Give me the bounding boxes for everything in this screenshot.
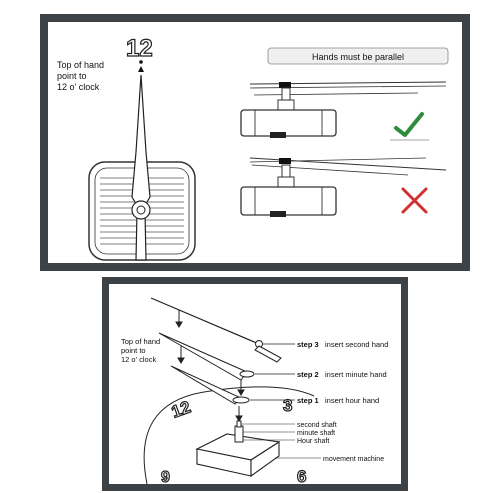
check-icon	[394, 112, 424, 137]
top-of-hand-label: Top of hand point to 12 o' clock	[57, 60, 107, 92]
minute-shaft-label: minute shaft	[297, 430, 335, 437]
bottom-top-of-hand-label: Top of hand point to 12 o' clock	[121, 337, 162, 364]
step-1-text: insert hour hand	[325, 396, 379, 405]
hour-hand-exploded	[170, 365, 295, 405]
step-2-row: step 2 insert minute hand	[297, 370, 387, 379]
minute-hand-exploded	[158, 332, 295, 381]
hand-tip-arrow	[138, 66, 144, 72]
step-2-label: step 2	[297, 370, 319, 379]
bottom-diagram: 12 3 6 9 Top of hand point to 12 o' cloc…	[121, 297, 388, 484]
clock-number-12: 12	[126, 35, 153, 62]
step-2-text: insert minute hand	[325, 370, 387, 379]
twelve-dot	[139, 60, 143, 64]
step-3-label: step 3	[297, 340, 319, 349]
parallel-banner	[267, 47, 449, 65]
step-3-text: insert second hand	[325, 340, 388, 349]
parallel-label: Hands must be parallel	[312, 52, 404, 62]
dial-number-9: 9	[161, 469, 170, 484]
minute-hand	[131, 74, 151, 214]
cross-icon	[401, 187, 428, 214]
dial-number-3: 3	[283, 396, 292, 415]
second-shaft-label: second shaft	[297, 422, 337, 429]
bottom-instruction-panel: 12 3 6 9 Top of hand point to 12 o' cloc…	[102, 277, 408, 491]
step-1-row: step 1 insert hour hand	[297, 396, 379, 405]
top-instruction-panel: 12 Top of hand point to 12 o' clock	[40, 14, 470, 271]
hand-hub	[131, 200, 151, 220]
top-diagram: 12 Top of hand point to 12 o' clock	[57, 34, 449, 261]
hand-hub-inner	[136, 205, 146, 215]
dial-number-6: 6	[297, 467, 306, 484]
dial-arc	[143, 386, 315, 484]
assembly-arrows	[175, 310, 245, 422]
hour-shaft-label: Hour shaft	[297, 438, 329, 445]
parallel-hands-diagram	[240, 81, 447, 138]
second-hand	[150, 297, 295, 363]
dial-number-12: 12	[169, 397, 193, 421]
step-3-row: step 3 insert second hand	[297, 340, 388, 349]
movement-machine-label: movement machine	[323, 456, 384, 463]
movement-machine	[195, 420, 321, 478]
non-parallel-hands-diagram	[240, 157, 447, 217]
step-1-label: step 1	[297, 396, 319, 405]
